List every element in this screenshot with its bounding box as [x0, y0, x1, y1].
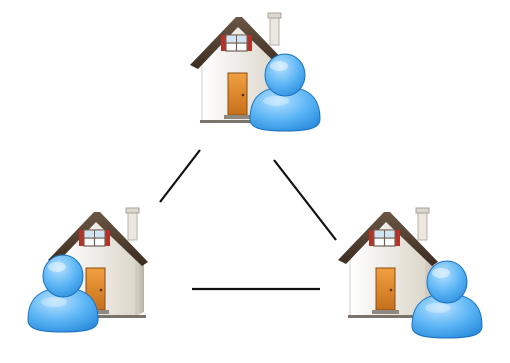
home-user-icon: [27, 207, 149, 333]
home-user-node-left: [20, 200, 170, 350]
edge-top-right: [273, 159, 337, 241]
home-user-icon: [189, 12, 321, 132]
home-user-node-right: [330, 200, 483, 350]
edge-top-left: [159, 149, 201, 203]
home-user-icon: [337, 207, 483, 339]
home-user-node-top: [186, 5, 336, 155]
